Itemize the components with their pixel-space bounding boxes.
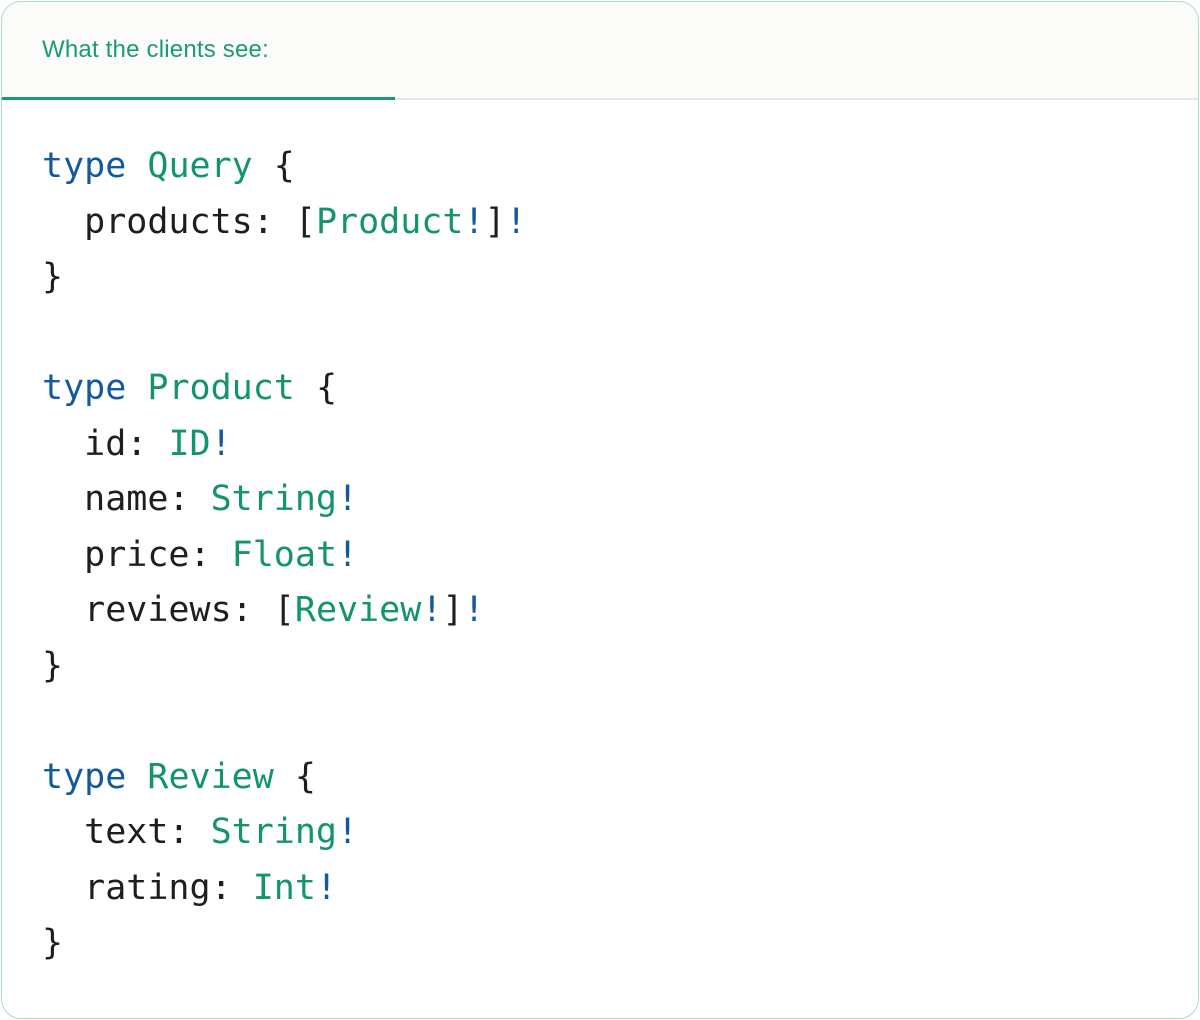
code-token [126,368,147,408]
code-token: ! [421,590,443,630]
code-line: type Product { [42,361,1168,417]
code-token: } [42,257,64,297]
code-token [126,757,147,797]
code-token: type [42,756,127,797]
code-token: reviews: [ [42,590,295,630]
code-token: name: [42,479,211,519]
code-token: Review [147,756,274,797]
code-token: text: [42,812,211,852]
code-line: text: String! [42,805,1168,861]
code-token: id: [42,423,169,464]
code-token: Product [147,368,295,408]
code-token: price: [42,534,232,575]
code-token: { [273,756,316,797]
code-token: String [210,812,338,852]
code-token: { [252,146,295,186]
code-token [126,146,147,186]
code-token: { [294,368,338,408]
code-line: reviews: [Review!]! [42,583,1168,639]
code-token: products: [ [42,201,316,242]
code-line: } [42,916,1168,972]
code-token: Float [231,534,338,575]
code-token: ! [315,867,338,908]
code-token: ] [484,201,506,242]
tab-label: What the clients see: [42,36,269,63]
tab-what-clients-see[interactable]: What the clients see: [2,2,309,98]
code-token: Product [315,201,464,242]
code-line: } [42,250,1168,306]
code-line: type Review { [42,750,1168,806]
code-token: type [42,368,127,408]
code-token: ! [210,423,232,464]
code-token: Query [147,146,253,186]
code-line: rating: Int! [42,861,1168,917]
code-token: ID [168,423,211,464]
code-line: name: String! [42,472,1168,528]
code-line [42,306,1168,362]
code-token: } [42,645,64,686]
code-token: ! [463,590,485,630]
card-header: What the clients see: [2,2,1198,100]
code-token: ] [442,590,464,630]
code-token: } [42,923,64,963]
code-token: ! [337,479,359,519]
code-token: rating: [42,867,253,908]
code-line [42,694,1168,750]
tab-active-indicator [2,97,395,100]
code-token: ! [505,201,527,242]
code-line: type Query { [42,139,1168,195]
code-token: type [42,146,127,186]
code-token: ! [337,812,359,852]
code-line: price: Float! [42,528,1168,584]
code-token: ! [463,201,485,242]
code-line: products: [Product!]! [42,195,1168,251]
code-block: type Query { products: [Product!]!}type … [2,100,1198,1012]
code-token: String [210,479,338,519]
code-token: ! [337,534,359,575]
code-token: Review [294,590,422,630]
code-line: } [42,639,1168,695]
code-line: id: ID! [42,417,1168,473]
code-token: Int [252,867,316,908]
